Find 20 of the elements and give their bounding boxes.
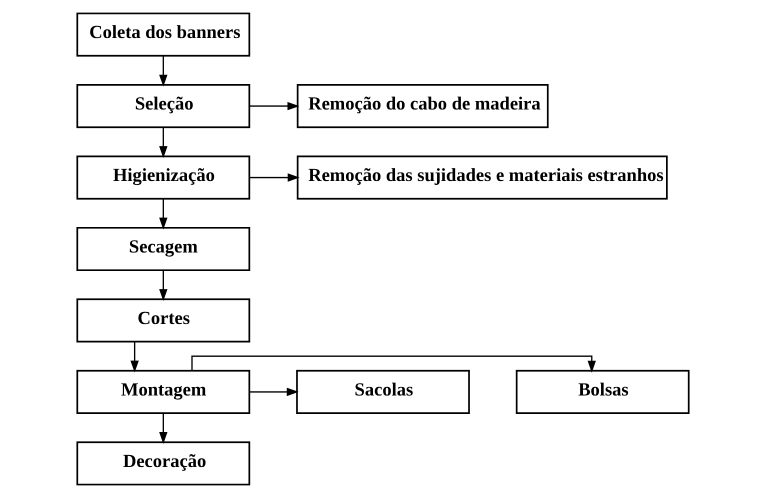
node-box: Coleta dos banners <box>76 12 250 57</box>
node-box: Remoção das sujidades e materiais estranhos <box>296 156 668 200</box>
arrow <box>159 128 168 158</box>
node-box: Seleção <box>76 84 250 128</box>
arrow <box>159 56 168 87</box>
arrow <box>250 388 299 396</box>
node-box: Remoção do cabo de madeira <box>296 84 549 128</box>
node-box: Sacolas <box>296 370 470 414</box>
node-box: Bolsas <box>516 370 690 414</box>
node-box: Higienização <box>76 156 250 200</box>
arrow <box>159 270 168 302</box>
arrow <box>159 198 168 230</box>
node-box: Cortes <box>76 298 250 342</box>
arrow <box>250 102 300 110</box>
node-box: Decoração <box>76 441 250 486</box>
node-box: Secagem <box>76 226 250 272</box>
arrow <box>250 173 300 182</box>
node-box: Montagem <box>76 370 250 414</box>
arrow <box>159 413 168 444</box>
arrow <box>130 342 139 372</box>
